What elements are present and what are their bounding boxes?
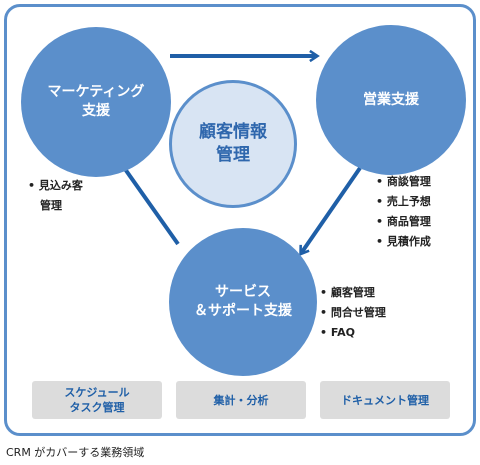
- node-service-label: サービス ＆サポート支援: [194, 284, 292, 319]
- arrow-sales-to-service: [299, 166, 362, 257]
- list-item: 売上予想: [376, 192, 431, 212]
- node-center-label: 顧客情報 管理: [199, 122, 267, 165]
- list-item: 問合せ管理: [320, 303, 386, 323]
- aggregation-analysis-box: 集計・分析: [176, 381, 306, 419]
- figure-caption: CRM がカバーする業務領域: [6, 446, 145, 459]
- list-item: 顧客管理: [320, 283, 386, 303]
- service-bullet-list: 顧客管理 問合せ管理 FAQ: [320, 283, 386, 343]
- marketing-bullet-list: 見込み客 管理: [28, 176, 83, 216]
- sales-bullet-list: 商談管理 売上予想 商品管理 見積作成: [376, 172, 431, 252]
- list-item: 商談管理: [376, 172, 431, 192]
- node-sales-support: 営業支援: [316, 25, 466, 175]
- list-item: 見込み客 管理: [28, 176, 83, 216]
- node-sales-label: 営業支援: [363, 91, 419, 108]
- list-item: 見積作成: [376, 232, 431, 252]
- node-customer-info-management: 顧客情報 管理: [169, 80, 297, 208]
- node-service-support: サービス ＆サポート支援: [169, 228, 317, 376]
- schedule-task-management-box: スケジュール タスク管理: [32, 381, 162, 419]
- node-marketing-label: マーケティング 支援: [47, 84, 145, 119]
- document-management-box: ドキュメント管理: [320, 381, 450, 419]
- node-marketing-support: マーケティング 支援: [21, 27, 171, 177]
- list-item: 商品管理: [376, 212, 431, 232]
- arrow-service-to-marketing: [117, 158, 180, 246]
- list-item: FAQ: [320, 323, 386, 343]
